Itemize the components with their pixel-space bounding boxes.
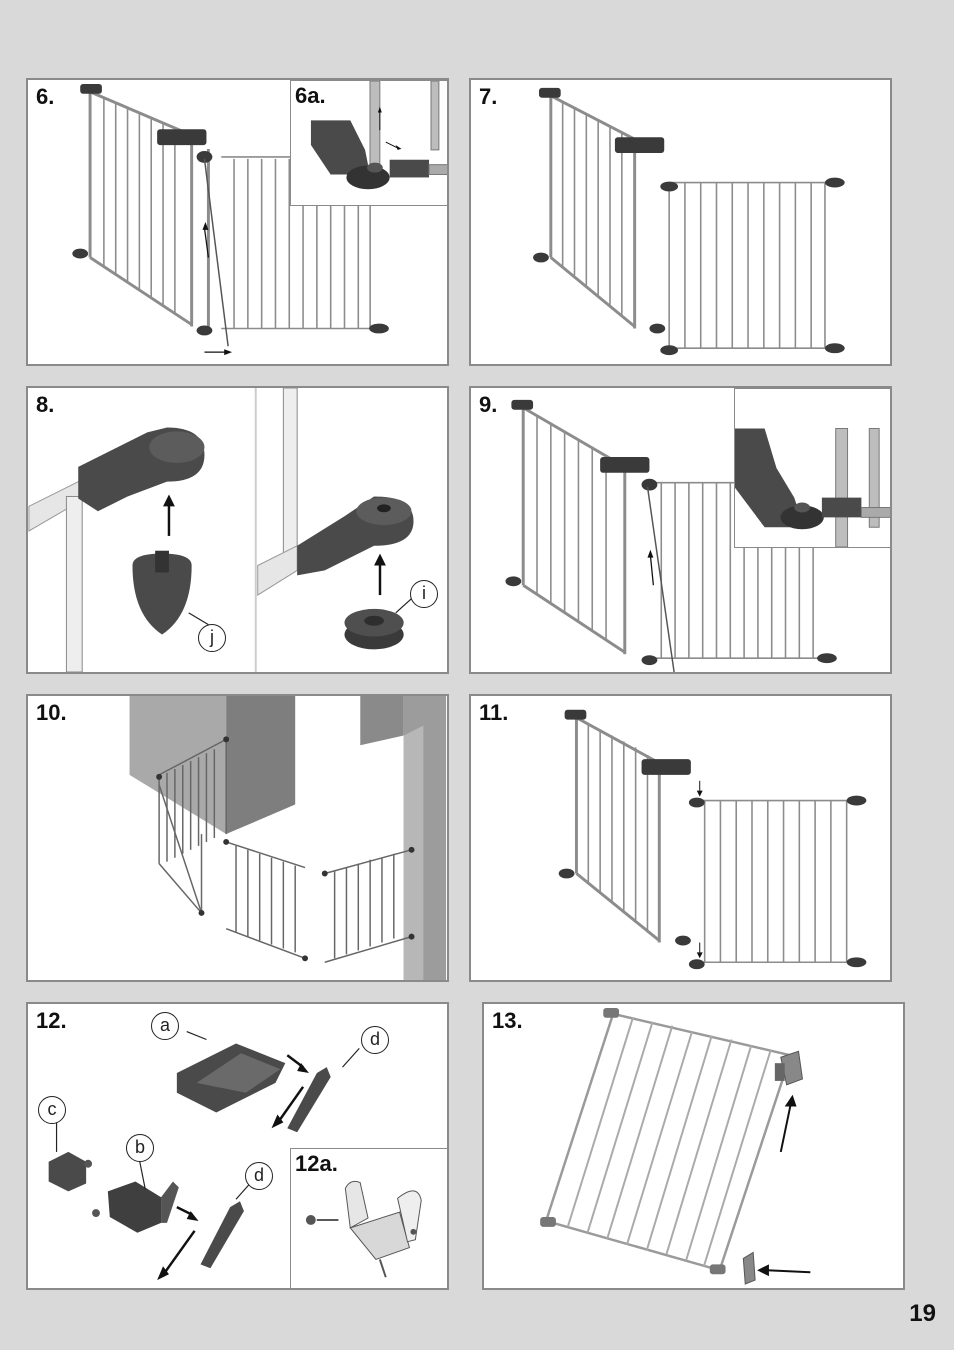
step-label-11: 11.	[479, 700, 508, 726]
callout-d-lower: d	[245, 1162, 273, 1190]
panel-step-13: 13.	[482, 1002, 905, 1290]
step-label-12a: 12a.	[295, 1151, 338, 1177]
step-label-9: 9.	[479, 392, 497, 418]
installed-gate-illustration-step-10	[28, 696, 447, 980]
callout-j: j	[198, 624, 226, 652]
panel-step-11: 11.	[469, 694, 892, 982]
step-label-6: 6.	[36, 84, 54, 110]
detail-inset-9	[734, 388, 892, 548]
gate-illustration-step-7	[471, 80, 890, 364]
panel-step-6: 6.	[26, 78, 449, 366]
panel-step-10: 10.	[26, 694, 449, 982]
step-label-12: 12.	[36, 1008, 67, 1034]
page-number: 19	[909, 1300, 936, 1328]
detail-inset-6a: 6a.	[290, 80, 449, 206]
step-label-13: 13.	[492, 1008, 523, 1034]
step-label-10: 10.	[36, 700, 67, 726]
connector-detail-illustration-9	[735, 389, 891, 547]
step-label-7: 7.	[479, 84, 497, 110]
cap-and-foot-illustration-step-8	[28, 388, 447, 672]
panel-step-9: 9.	[469, 386, 892, 674]
callout-c: c	[38, 1096, 66, 1124]
panel-step-8: 8. j i	[26, 386, 449, 674]
panel-step-12: 12. a d c b d 12a.	[26, 1002, 449, 1290]
callout-d-upper: d	[361, 1026, 389, 1054]
callout-i: i	[410, 580, 438, 608]
wall-mounting-illustration-step-13	[484, 1004, 903, 1288]
step-label-8: 8.	[36, 392, 54, 418]
callout-a: a	[151, 1012, 179, 1040]
callout-b: b	[126, 1134, 154, 1162]
step-label-6a: 6a.	[295, 83, 326, 109]
detail-inset-12a: 12a.	[290, 1148, 449, 1290]
panel-step-7: 7.	[469, 78, 892, 366]
gate-illustration-step-11	[471, 696, 890, 980]
